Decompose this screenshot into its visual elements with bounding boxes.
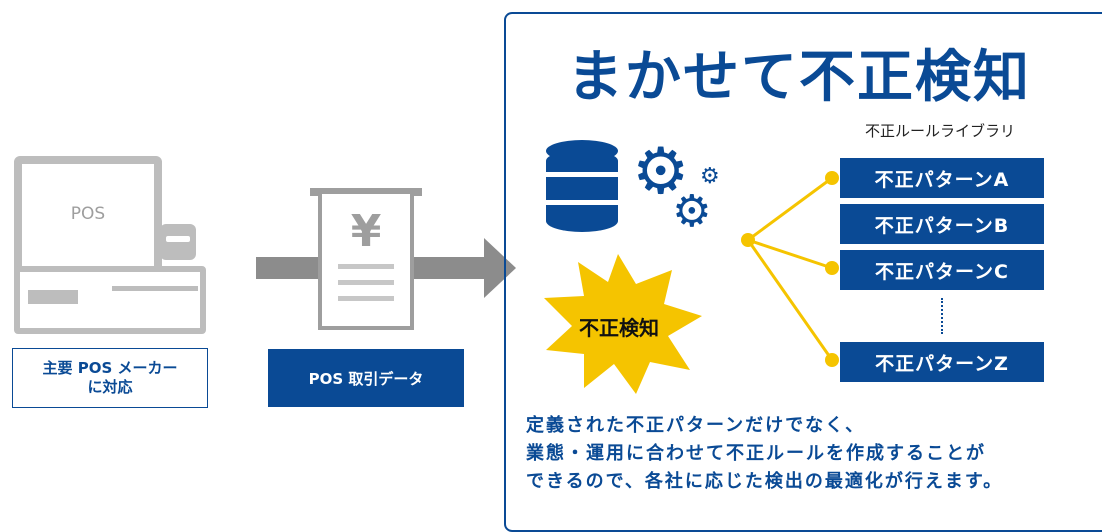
gear-icon: ⚙ <box>672 186 712 237</box>
flow-arrow-head-icon <box>484 238 516 298</box>
yen-symbol: ¥ <box>350 206 382 257</box>
receipt-line <box>338 296 394 301</box>
pos-screen: POS <box>14 156 162 276</box>
receipt-line <box>338 280 394 285</box>
description-line: できるので、各社に応じた検出の最適化が行えます。 <box>526 470 1004 492</box>
gear-small-icon: ⚙ <box>700 164 720 189</box>
database-divider <box>546 200 618 205</box>
card-reader <box>160 224 196 260</box>
gears-icon: ⚙ <box>632 135 690 209</box>
database-body <box>546 150 618 232</box>
connector-lines <box>544 171 839 394</box>
panel-title: まかせて不正検知 <box>567 45 1031 110</box>
card-reader-slot <box>166 236 190 242</box>
database-divider <box>546 172 618 177</box>
detection-label: 不正検知 <box>579 316 659 340</box>
receipt-line <box>338 264 394 269</box>
pattern-box: 不正パターンC <box>840 250 1044 290</box>
pos-transaction-data-label: POS 取引データ <box>268 349 464 407</box>
pattern-box: 不正パターンB <box>840 204 1044 244</box>
description-line: 業態・運用に合わせて不正ルールを作成することが <box>526 442 986 464</box>
pos-screen-label: POS <box>70 204 106 224</box>
pattern-box: 不正パターンA <box>840 158 1044 198</box>
pos-drawer <box>28 290 78 304</box>
database-top <box>546 140 618 162</box>
pos-maker-label: 主要 POS メーカー に対応 <box>12 348 208 408</box>
pattern-box: 不正パターンZ <box>840 342 1044 382</box>
burst-icon <box>544 254 702 394</box>
receipt-icon: ¥ <box>318 190 414 330</box>
description-text: 定義された不正パターンだけでなく、 業態・運用に合わせて不正ルールを作成すること… <box>526 412 1096 496</box>
description-line: 定義された不正パターンだけでなく、 <box>526 415 866 436</box>
pos-slot <box>112 286 198 291</box>
ellipsis-dots <box>941 298 945 334</box>
pos-maker-line2: に対応 <box>87 378 133 396</box>
rule-library-label: 不正ルールライブラリ <box>864 122 1015 140</box>
pos-maker-line1: 主要 POS メーカー <box>42 358 178 377</box>
